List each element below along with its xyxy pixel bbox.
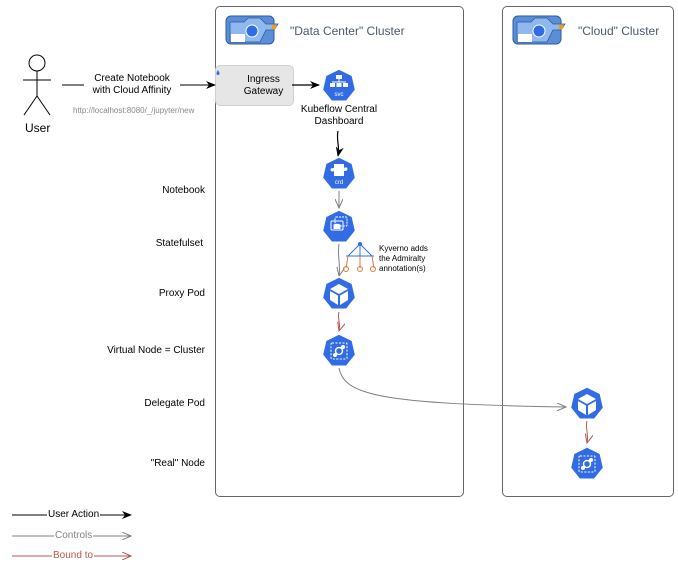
row-label-statefulset: Statefulset (155, 238, 203, 249)
ingress-icon (216, 70, 220, 75)
kind-logo-icon (225, 15, 279, 45)
ingress-gateway-line2: Gateway (243, 86, 284, 97)
dashboard-label-line2: Dashboard (314, 116, 364, 127)
row-label-notebook: Notebook (162, 185, 205, 196)
crd-icon-text: crd (335, 180, 343, 186)
crd-icon (321, 156, 357, 191)
request-label-line2: with Cloud Affinity (92, 85, 172, 96)
statefulset-to-proxy-arrow (338, 243, 339, 276)
cloud-cluster-title: "Cloud" Cluster (578, 24, 660, 38)
delegate-to-real-node-arrow (586, 420, 587, 443)
ingress-gateway: Ingress Gateway (215, 65, 294, 106)
service-icon-text: svc (335, 92, 344, 98)
kyverno-label-line3: annotation(s) (379, 264, 426, 273)
pod-icon (321, 276, 357, 311)
dashboard-label-line1: Kubeflow Central (300, 104, 378, 115)
row-label-proxy-pod: Proxy Pod (158, 288, 205, 299)
legend-user-action-label: User Action (47, 509, 101, 521)
statefulset-icon (321, 209, 357, 244)
user-icon (23, 54, 51, 116)
request-label: Create Notebook with Cloud Affinity (84, 73, 180, 97)
proxy-to-virtual-node-arrow (338, 311, 339, 331)
virtual-node-to-delegate-arrow (338, 367, 566, 407)
datacenter-cluster-title: "Data Center" Cluster (290, 24, 405, 38)
request-url: http://localhost:8080/_/jupyter/new (73, 106, 195, 115)
row-label-real-node: "Real" Node (150, 458, 205, 469)
kyverno-label-line2: the Admiralty (379, 254, 426, 263)
service-icon (321, 68, 357, 103)
legend-controls-label: Controls (54, 530, 94, 542)
request-label-line1: Create Notebook (94, 73, 170, 84)
pod-icon (569, 386, 605, 421)
legend-bound-to-label: Bound to (52, 550, 95, 562)
row-label-virtual-node: Virtual Node = Cluster (107, 345, 205, 356)
kyverno-label: Kyverno adds the Admiralty annotation(s) (379, 244, 428, 274)
ingress-gateway-line1: Ingress (247, 74, 280, 85)
kind-logo-icon (512, 15, 566, 45)
row-label-delegate-pod: Delegate Pod (144, 398, 205, 409)
user-label: User (25, 121, 51, 135)
kyverno-icon (343, 242, 376, 272)
node-icon (569, 446, 605, 481)
dashboard-to-notebook-arrow (335, 130, 344, 157)
dashboard-label: Kubeflow Central Dashboard (289, 104, 389, 128)
kyverno-label-line1: Kyverno adds (379, 244, 428, 253)
node-icon (321, 333, 357, 368)
